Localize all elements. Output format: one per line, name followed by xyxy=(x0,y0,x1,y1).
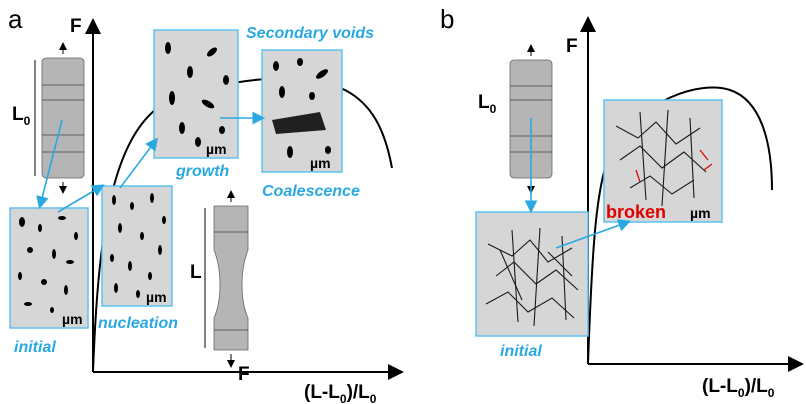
panel-a-specimen-final: L F xyxy=(190,190,250,385)
specimen-force-label: F xyxy=(238,364,250,385)
nucleation-voids xyxy=(110,193,166,298)
arrow-initial-to-nucleation xyxy=(57,184,105,213)
nucleation-voids-box xyxy=(101,185,173,307)
panel-b-specimen-label: L0 xyxy=(478,92,497,116)
panel-b-letter: b xyxy=(440,4,454,34)
nucleation-scale: µm xyxy=(146,289,167,305)
panel-a-y-label: F xyxy=(70,16,82,37)
initial-scale: µm xyxy=(62,311,83,327)
panel-b-x-label: (L-L0)/L0 xyxy=(702,376,775,400)
panel-b-y-label: F xyxy=(566,36,578,57)
initial-voids xyxy=(18,216,78,313)
stage-growth: growth xyxy=(175,163,230,180)
growth-voids xyxy=(165,42,229,147)
stage-initial: initial xyxy=(14,339,56,356)
stage-coalescence: Coalescence xyxy=(262,183,360,200)
panel-b-broken-label: broken xyxy=(606,202,666,222)
specimen-initial-label: L0 xyxy=(12,104,31,128)
growth-scale: µm xyxy=(206,141,227,157)
coalescence-voids xyxy=(272,58,331,158)
panel-a: a F (L-L0)/L0 L0 µm initial xyxy=(8,4,404,404)
panel-b-broken-box xyxy=(603,99,723,223)
panel-b-scale: µm xyxy=(690,205,711,221)
panel-a-specimen-initial: L0 xyxy=(12,42,85,194)
specimen-final-label: L xyxy=(190,262,202,283)
stage-secondary-voids: Secondary voids xyxy=(246,25,374,42)
panel-b: b F (L-L0)/L0 L0 initia xyxy=(440,4,804,400)
panel-a-letter: a xyxy=(8,4,23,34)
arrow-nucleation-to-growth xyxy=(119,137,158,189)
panel-b-specimen: L0 xyxy=(478,44,553,194)
panel-b-initial-box xyxy=(475,211,589,337)
coalescence-scale: µm xyxy=(310,155,331,171)
arrow-specimen-to-initial xyxy=(36,119,63,210)
panel-b-stage-initial: initial xyxy=(500,343,542,360)
initial-voids-box xyxy=(9,207,89,329)
panel-b-initial-network xyxy=(485,227,579,327)
panel-b-arrow-initial-to-broken xyxy=(555,219,632,249)
panel-a-x-label: (L-L0)/L0 xyxy=(304,382,377,404)
panel-b-broken-marks xyxy=(635,149,713,183)
stage-nucleation: nucleation xyxy=(98,315,178,332)
